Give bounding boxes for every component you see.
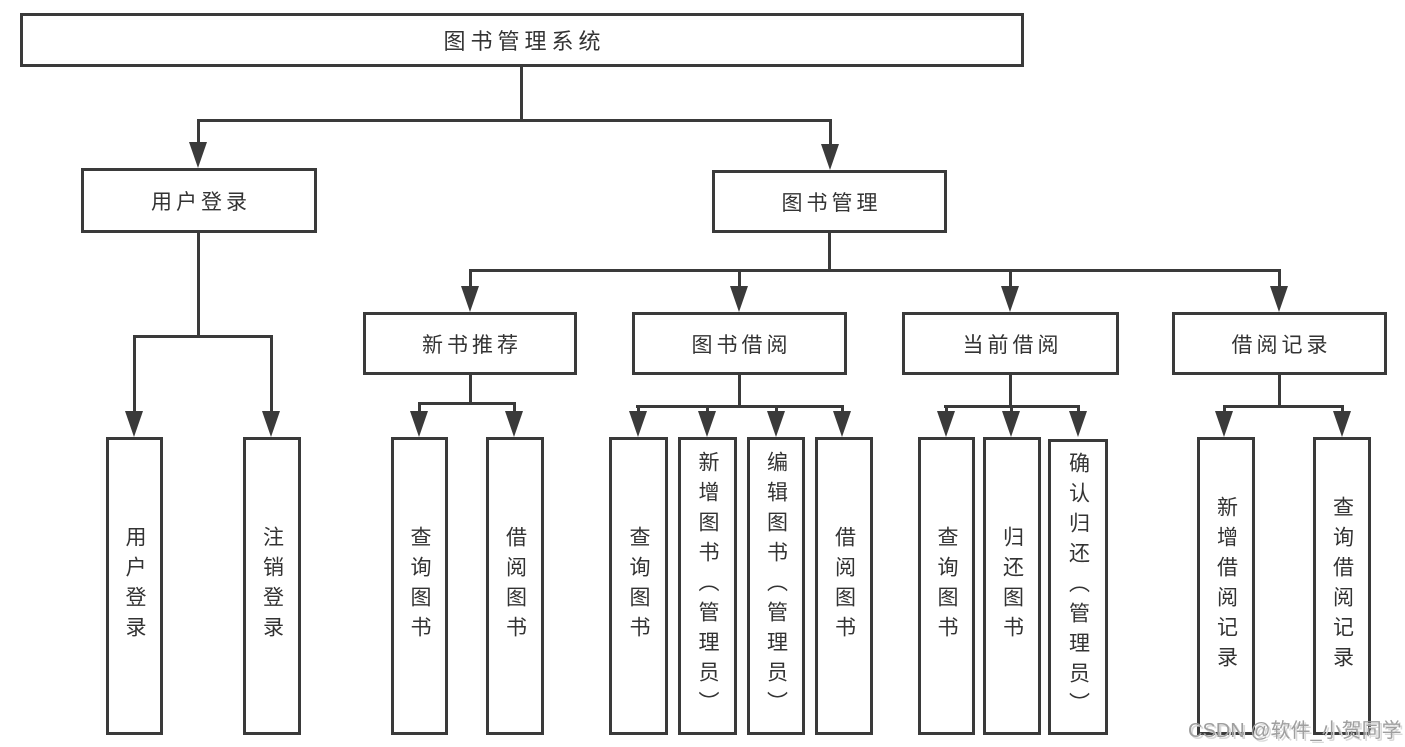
node-label: 归还图书	[1000, 526, 1024, 646]
connector-line	[1010, 405, 1013, 416]
connector-line	[197, 119, 832, 122]
arrow-down-icon	[1069, 411, 1087, 437]
node-label: 查询借阅记录	[1330, 496, 1354, 676]
connector-line	[738, 375, 741, 408]
leaf-query-books-3: 查询图书	[918, 437, 975, 735]
arrow-down-icon	[937, 411, 955, 437]
connector-line	[270, 335, 273, 419]
arrow-down-icon	[410, 411, 428, 437]
leaf-edit-books-admin: 编辑图书（管理员）	[747, 437, 805, 735]
leaf-user-login: 用户登录	[106, 437, 163, 735]
connector-line	[133, 335, 272, 338]
connector-line	[418, 402, 515, 405]
arrow-down-icon	[1333, 411, 1351, 437]
node-label: 编辑图书（管理员）	[764, 451, 788, 721]
leaf-logout: 注销登录	[243, 437, 301, 735]
connector-line	[1077, 405, 1080, 416]
leaf-add-borrow-record: 新增借阅记录	[1197, 437, 1255, 735]
connector-line	[513, 402, 516, 416]
node-label: 用户登录	[151, 190, 251, 214]
arrow-down-icon	[1002, 411, 1020, 437]
leaf-query-books-2: 查询图书	[609, 437, 668, 735]
node-label: 借阅图书	[503, 526, 527, 646]
arrow-down-icon	[698, 411, 716, 437]
node-label: 图书管理	[781, 191, 882, 215]
arrow-down-icon	[821, 144, 839, 170]
node-label: 用户登录	[123, 526, 146, 646]
connector-line	[1341, 405, 1344, 416]
arrow-down-icon	[767, 411, 785, 437]
arrow-down-icon	[1270, 286, 1288, 312]
connector-line	[944, 405, 1079, 408]
leaf-borrow-books-2: 借阅图书	[815, 437, 873, 735]
node-label: 借阅图书	[832, 526, 856, 646]
leaf-add-books-admin: 新增图书（管理员）	[678, 437, 737, 735]
node-label: 图书管理系统	[443, 29, 606, 54]
node-label: 查询图书	[935, 526, 958, 646]
arrow-down-icon	[629, 411, 647, 437]
arrow-down-icon	[1215, 411, 1233, 437]
arrow-down-icon	[1001, 286, 1019, 312]
arrow-down-icon	[730, 286, 748, 312]
node-label: 新书推荐	[422, 333, 522, 357]
node-label: 新增借阅记录	[1214, 496, 1238, 676]
leaf-borrow-books-1: 借阅图书	[486, 437, 544, 735]
connector-line	[1278, 375, 1281, 408]
connector-line	[829, 119, 832, 153]
connector-line	[469, 269, 472, 294]
connector-line	[1223, 405, 1343, 408]
arrow-down-icon	[505, 411, 523, 437]
node-new-book-recommend: 新书推荐	[363, 312, 577, 375]
node-borrow-records: 借阅记录	[1172, 312, 1387, 375]
leaf-confirm-return-admin: 确认归还（管理员）	[1048, 439, 1108, 735]
node-label: 当前借阅	[962, 333, 1063, 357]
connector-line	[418, 402, 421, 416]
connector-line	[469, 269, 1281, 272]
connector-line	[1009, 269, 1012, 294]
csdn-watermark: CSDN @软件_小贺同学	[1188, 720, 1402, 742]
connector-line	[841, 405, 844, 416]
connector-line	[1009, 375, 1012, 408]
connector-line	[828, 233, 831, 272]
node-user-login: 用户登录	[81, 168, 317, 233]
leaf-query-books-1: 查询图书	[391, 437, 448, 735]
connector-line	[706, 405, 709, 416]
node-library-system: 图书管理系统	[20, 13, 1024, 67]
connector-line	[1223, 405, 1226, 416]
connector-line	[637, 405, 640, 416]
node-label: 确认归还（管理员）	[1066, 452, 1090, 722]
node-label: 借阅记录	[1231, 333, 1332, 357]
connector-line	[738, 269, 741, 294]
node-label: 注销登录	[260, 526, 284, 646]
arrow-down-icon	[461, 286, 479, 312]
node-current-borrow: 当前借阅	[902, 312, 1119, 375]
connector-line	[133, 335, 136, 419]
arrow-down-icon	[189, 142, 207, 168]
connector-line	[520, 67, 523, 120]
node-label: 查询图书	[408, 526, 431, 646]
connector-line	[197, 119, 200, 151]
connector-line	[469, 375, 472, 405]
node-label: 图书借阅	[691, 333, 792, 357]
arrow-down-icon	[262, 411, 280, 437]
connector-line	[1278, 269, 1281, 294]
connector-line	[636, 405, 843, 408]
node-book-management: 图书管理	[712, 170, 947, 233]
arrow-down-icon	[833, 411, 851, 437]
arrow-down-icon	[125, 411, 143, 437]
connector-line	[197, 233, 200, 337]
connector-line	[945, 405, 948, 416]
connector-line	[775, 405, 778, 416]
leaf-query-borrow-record: 查询借阅记录	[1313, 437, 1371, 735]
node-book-borrow: 图书借阅	[632, 312, 847, 375]
node-label: 新增图书（管理员）	[696, 451, 719, 721]
node-label: 查询图书	[627, 526, 650, 646]
leaf-return-books: 归还图书	[983, 437, 1041, 735]
